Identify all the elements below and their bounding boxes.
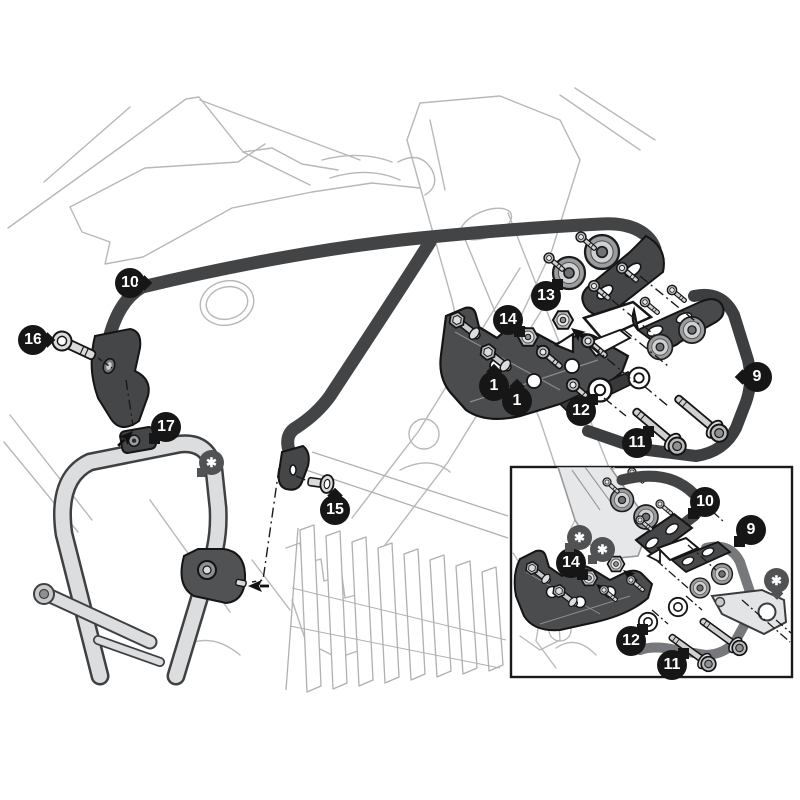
- inset-arm-spacer-a: [609, 487, 635, 513]
- inset-callout-asterisk-b: ✱: [588, 537, 615, 564]
- callout-asterisk-main: ✱: [197, 450, 224, 477]
- callout-12: 12: [566, 394, 598, 426]
- tube-clamp-lower: [180, 548, 247, 605]
- inset-spacer-9b: [710, 562, 734, 586]
- rubber-spacer-13b: [583, 233, 621, 271]
- inset-callout-14: 14: [556, 548, 588, 580]
- inset-bar10-plate: [634, 512, 694, 558]
- callout-1b: 1: [502, 386, 532, 416]
- dash-dot-foot-to-clamp17: [125, 379, 134, 427]
- callout-10: 10: [115, 268, 145, 298]
- callout-11: 11: [622, 426, 654, 458]
- washer-12b: [627, 366, 651, 390]
- dash-line-bolt16: [97, 357, 113, 369]
- inset-detail-box: [509, 465, 794, 679]
- bolt-16: [51, 330, 97, 361]
- oem-lower-crash-bar: [33, 434, 228, 686]
- strap9-screw-b: [664, 282, 690, 306]
- callout-16: 16: [18, 325, 48, 355]
- inset-spacer-9a: [689, 577, 711, 599]
- rubber-spacer-9b: [677, 315, 707, 345]
- bar10-middle-foot: [277, 444, 310, 491]
- inset-template-plate: [646, 536, 700, 564]
- assembly-axis-lines: [591, 275, 701, 417]
- inset-callout-12: 12: [616, 624, 648, 656]
- radiator-grille: [285, 451, 509, 693]
- callout-14: 14: [493, 305, 525, 337]
- bolt-15: [307, 474, 335, 494]
- inset-callout-asterisk-a: ✱: [565, 525, 592, 552]
- dash-dot-lines-15: [251, 467, 309, 583]
- insert-arrow-lower-clamp: [248, 580, 269, 592]
- inset-bracket-1: [513, 549, 654, 632]
- callout-13: 13: [531, 279, 563, 311]
- callout-9: 9: [742, 362, 772, 392]
- callout-17: 17: [149, 412, 181, 444]
- inset-bar9-tube: [635, 541, 757, 661]
- inset-callout-11: 11: [657, 648, 689, 680]
- inset-callout-9: 9: [734, 515, 766, 547]
- rubber-spacer-9a: [646, 333, 674, 361]
- inset-callout-asterisk-c: ✱: [764, 568, 789, 593]
- inset-callout-10: 10: [688, 487, 720, 519]
- flange-nut-b: [552, 310, 574, 330]
- inset-washer-12b: [667, 596, 689, 618]
- bar10-left-foot: [90, 327, 150, 428]
- callout-15: 15: [320, 495, 350, 525]
